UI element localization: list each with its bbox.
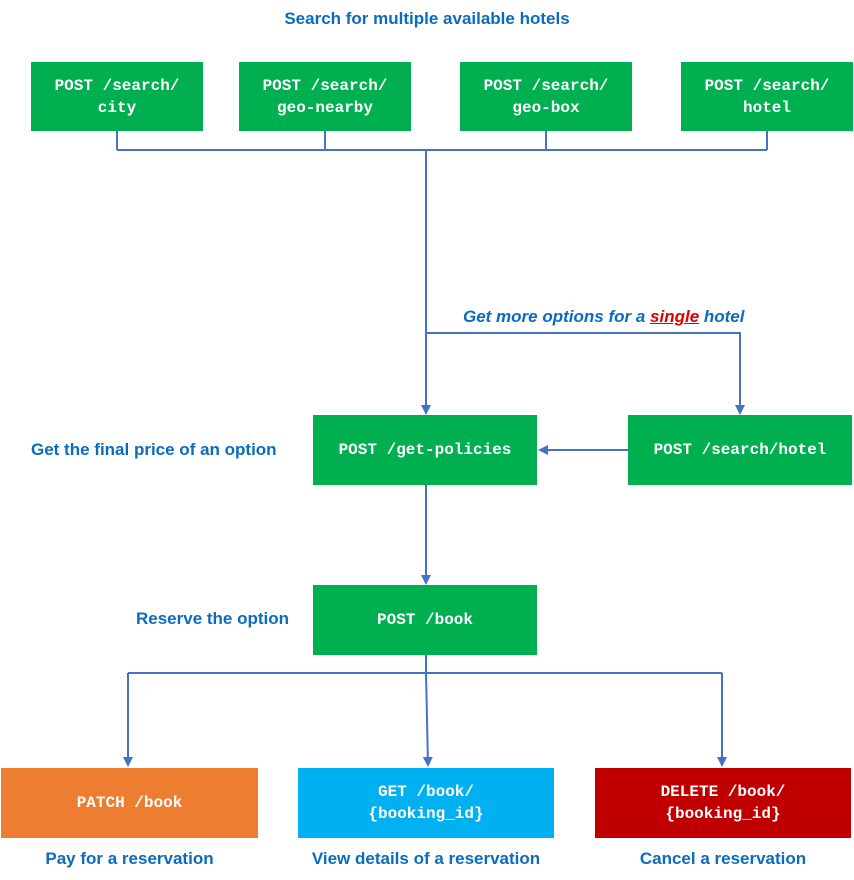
search-hotel-single-text: POST /search/hotel — [653, 441, 827, 459]
patch-book-caption: Pay for a reservation — [45, 849, 214, 868]
single-hotel-suffix: hotel — [699, 307, 745, 326]
search-geo-box-line1: POST /search/ — [483, 76, 609, 95]
delete-book-caption: Cancel a reservation — [639, 849, 807, 868]
search-geo-nearby-line1: POST /search/ — [262, 76, 388, 95]
book-label: Reserve the option — [136, 609, 290, 628]
patch-book-button[interactable]: PATCH /book — [1, 768, 258, 838]
single-hotel-label: Get more options for a single hotel — [463, 307, 745, 327]
get-book-line2: {booking_id} — [368, 805, 484, 823]
get-policies-text: POST /get-policies — [338, 441, 512, 459]
search-geo-nearby-line2: geo-nearby — [276, 98, 373, 117]
single-hotel-prefix: Get more options for a — [463, 307, 651, 326]
delete-book-line1: DELETE /book/ — [660, 783, 786, 801]
arrow-to-search-hotel-single — [426, 332, 745, 415]
search-hotel-single-button[interactable]: POST /search/hotel — [628, 415, 852, 485]
patch-book-line1: PATCH /book — [76, 794, 183, 812]
get-book-caption: View details of a reservation — [311, 849, 541, 868]
search-city-line2: city — [97, 98, 137, 117]
search-geo-box-button[interactable]: POST /search/ geo-box — [460, 62, 632, 131]
book-text: POST /book — [376, 611, 473, 629]
get-policies-button[interactable]: POST /get-policies — [313, 415, 537, 485]
search-geo-nearby-button[interactable]: POST /search/ geo-nearby — [239, 62, 411, 131]
search-hotel-line1: POST /search/ — [704, 76, 830, 95]
get-book-line1: GET /book/ — [377, 783, 474, 801]
get-policies-label: Get the final price of an option — [31, 440, 277, 459]
delete-book-line2: {booking_id} — [665, 805, 781, 823]
search-hotel-button[interactable]: POST /search/ hotel — [681, 62, 853, 131]
book-button[interactable]: POST /book — [313, 585, 537, 655]
delete-book-button[interactable]: DELETE /book/ {booking_id} — [595, 768, 851, 838]
diagram-title: Search for multiple available hotels — [284, 9, 570, 28]
single-hotel-highlight: single — [650, 307, 700, 326]
search-geo-box-line2: geo-box — [512, 98, 580, 117]
search-city-button[interactable]: POST /search/ city — [31, 62, 203, 131]
get-book-button[interactable]: GET /book/ {booking_id} — [298, 768, 554, 838]
arrow-to-get-book — [422, 672, 433, 767]
search-city-line1: POST /search/ — [54, 76, 180, 95]
search-hotel-line2: hotel — [742, 98, 791, 117]
